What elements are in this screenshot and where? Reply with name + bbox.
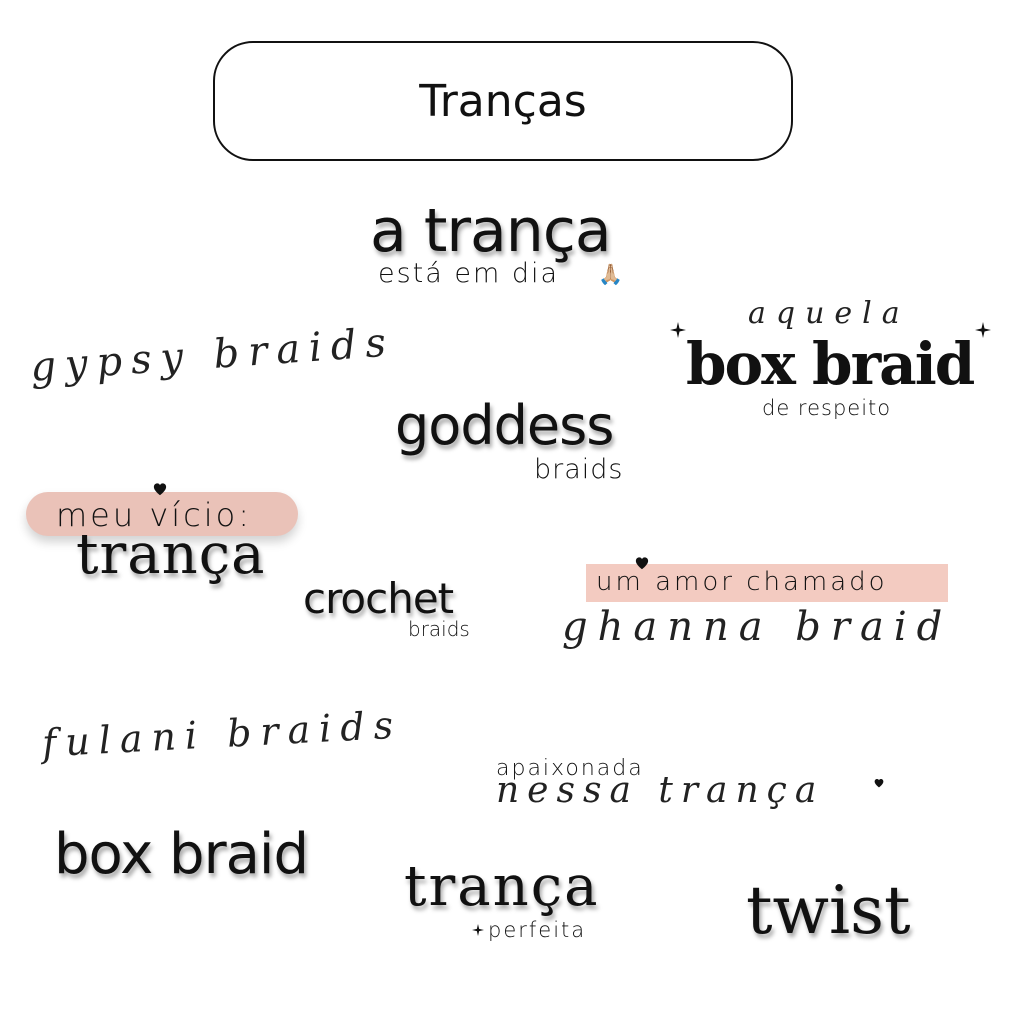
pink-highlight (26, 492, 298, 536)
twist: twist (746, 872, 911, 949)
page-title: Tranças (419, 75, 587, 127)
sparkle-icon (472, 924, 484, 936)
fulani-braids: fulani braids (41, 702, 404, 766)
goddess-sub: braids (534, 454, 624, 485)
a-tranca-main: a trança (370, 196, 612, 266)
sparkle-icon (670, 322, 686, 338)
ghanna-top: um amor chamado (596, 567, 888, 597)
apaixonada-top: apaixonada (496, 756, 644, 781)
pink-highlight (586, 564, 948, 602)
heart-icon (874, 778, 884, 788)
crochet-main: crochet (303, 574, 454, 623)
apaixonada-main: nessa trança (496, 770, 825, 811)
meu-vicio-main: trança (76, 522, 266, 587)
heart-icon (153, 483, 167, 496)
perfeita-main: trança (404, 854, 600, 919)
heart-icon (635, 557, 649, 570)
sparkle-icon (975, 322, 991, 338)
ghanna-main: ghanna braid (562, 604, 953, 650)
title-pill: Tranças (213, 41, 793, 161)
aquela-main: box braid (686, 330, 975, 398)
gypsy-braids: gypsy braids (28, 319, 397, 391)
meu-vicio-top: meu vício: (56, 496, 252, 534)
aquela-text: aquela (748, 296, 910, 331)
crochet-sub: braids (408, 617, 470, 641)
box-braid: box braid (54, 822, 309, 887)
praying-hands-emoji: 🙏🏼 (598, 262, 623, 286)
perfeita-sub: perfeita (488, 918, 587, 942)
aquela-sub: de respeito (762, 396, 892, 420)
goddess-main: goddess (395, 394, 614, 457)
a-tranca-sub: está em dia (378, 258, 560, 289)
